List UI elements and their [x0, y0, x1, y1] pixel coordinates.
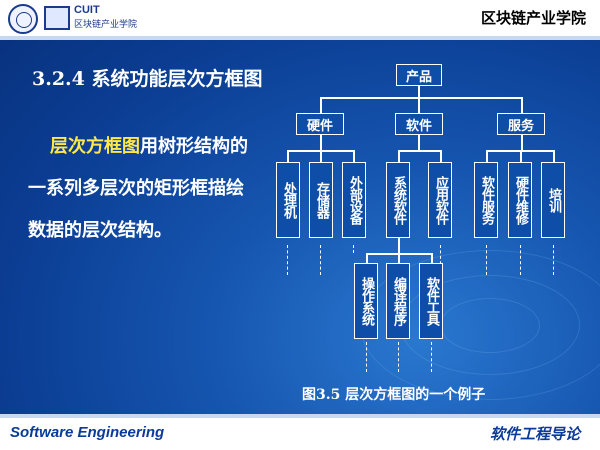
node-root: 产品 [396, 64, 442, 86]
node-level3: 软件工具 [419, 263, 443, 339]
node-level3: 编译程序 [386, 263, 410, 339]
slide-title: 3.2.4 系统功能层次方框图 [32, 68, 263, 90]
node-level2: 存储器 [309, 162, 333, 238]
college-name: 区块链产业学院 [480, 9, 586, 27]
node-level3: 操作系统 [354, 263, 378, 339]
university-seal-icon [8, 4, 38, 34]
college-logo-icon [44, 6, 70, 30]
body-highlight: 层次方框图 [50, 136, 140, 157]
node-level1: 服务 [497, 113, 545, 135]
body-rest: 用树形结构的一系列多层次的矩形框描绘数据的层次结构。 [28, 136, 248, 241]
node-level2: 硬件维修 [508, 162, 532, 238]
node-level1: 硬件 [296, 113, 344, 135]
footer-divider [0, 414, 600, 418]
logo-cn-text: 区块链产业学院 [74, 20, 138, 30]
footer-bar: Software Engineering 软件工程导论 [0, 418, 600, 450]
node-level2: 培训 [541, 162, 565, 238]
header-bar: CUIT 区块链产业学院 区块链产业学院 [0, 0, 600, 36]
footer-course-en: Software Engineering [10, 424, 165, 441]
node-level2: 外部设备 [342, 162, 366, 238]
logo-en-text: CUIT [74, 4, 100, 16]
header-divider [0, 36, 600, 40]
node-level2: 应用软件 [428, 162, 452, 238]
node-level1: 软件 [395, 113, 443, 135]
footer-course-cn: 软件工程导论 [489, 425, 580, 443]
ripple-decoration [440, 298, 540, 353]
node-level2: 软件服务 [474, 162, 498, 238]
body-paragraph: 层次方框图用树形结构的一系列多层次的矩形框描绘数据的层次结构。 [28, 126, 258, 252]
node-level2: 处理机 [276, 162, 300, 238]
figure-caption: 图3.5 层次方框图的一个例子 [302, 387, 486, 403]
node-level2: 系统软件 [386, 162, 410, 238]
